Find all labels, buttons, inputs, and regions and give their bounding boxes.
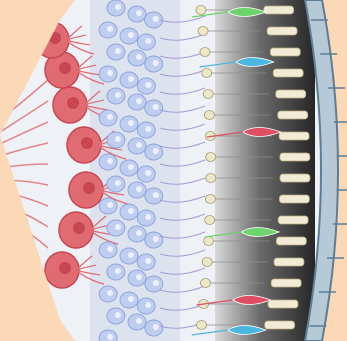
cell-highlight (145, 82, 151, 88)
cell-highlight (153, 16, 159, 22)
rod-outer-segment (278, 216, 308, 224)
cell-highlight (153, 60, 159, 66)
rod-outer-segment (278, 111, 308, 119)
receptor-nucleus (206, 153, 216, 162)
cell-highlight (136, 186, 142, 192)
cell-highlight (153, 236, 159, 242)
cell-highlight (115, 92, 121, 98)
receptor-nucleus (202, 258, 212, 267)
cell-highlight (107, 334, 113, 340)
cell-highlight (107, 26, 113, 32)
cell-highlight (115, 48, 121, 54)
rod-outer-segment (265, 321, 295, 329)
rod-outer-segment (276, 90, 306, 98)
cell-highlight (153, 104, 159, 110)
cell-highlight (145, 258, 151, 264)
cell-highlight (115, 268, 121, 274)
receptor-nucleus (206, 174, 216, 183)
cell-highlight (153, 324, 159, 330)
rod-outer-segment (276, 237, 306, 245)
cell-highlight (145, 126, 151, 132)
cell-highlight (136, 10, 142, 16)
cell-highlight (115, 224, 121, 230)
cell-highlight (115, 136, 121, 142)
rod-outer-segment (280, 153, 310, 161)
cell-highlight (145, 214, 151, 220)
cell-highlight (128, 296, 134, 302)
rod-outer-segment (279, 195, 309, 203)
receptor-nucleus (205, 216, 215, 225)
cell-highlight (128, 208, 134, 214)
rod-outer-segment (268, 300, 298, 308)
cell-highlight (107, 202, 113, 208)
receptor-nucleus (205, 195, 215, 204)
rod-outer-segment (264, 6, 294, 14)
cell-highlight (107, 158, 113, 164)
cell-highlight (153, 280, 159, 286)
cell-highlight (107, 290, 113, 296)
cell-highlight (115, 180, 121, 186)
cell-highlight (115, 312, 121, 318)
cell-highlight (153, 148, 159, 154)
cell-highlight (107, 114, 113, 120)
cell-highlight (136, 54, 142, 60)
receptor-nucleus (201, 279, 211, 288)
cell-highlight (136, 318, 142, 324)
rod-outer-segment (270, 48, 300, 56)
cell-highlight (128, 32, 134, 38)
ganglion-nucleus (81, 137, 93, 149)
cell-highlight (107, 246, 113, 252)
cell-highlight (107, 70, 113, 76)
cell-highlight (136, 230, 142, 236)
receptor-nucleus (198, 27, 208, 36)
cell-highlight (128, 164, 134, 170)
rod-outer-segment (280, 174, 310, 182)
cell-highlight (128, 120, 134, 126)
cell-highlight (128, 76, 134, 82)
ganglion-nucleus (83, 182, 95, 194)
receptor-nucleus (196, 6, 206, 15)
cell-highlight (136, 274, 142, 280)
ganglion-nucleus (59, 262, 71, 274)
cell-highlight (128, 252, 134, 258)
rod-outer-segment (273, 69, 303, 77)
cell-highlight (115, 4, 121, 10)
receptor-nucleus (203, 90, 213, 99)
rod-outer-segment (274, 258, 304, 266)
ganglion-nucleus (73, 222, 85, 234)
ganglion-nucleus (67, 97, 79, 109)
cell-highlight (145, 38, 151, 44)
ganglion-nucleus (59, 62, 71, 74)
cell-highlight (145, 170, 151, 176)
cell-highlight (145, 302, 151, 308)
cell-highlight (136, 98, 142, 104)
rod-outer-segment (279, 132, 309, 140)
cell-highlight (136, 142, 142, 148)
cell-highlight (153, 192, 159, 198)
receptor-nucleus (204, 111, 214, 120)
rod-outer-segment (271, 279, 301, 287)
receptor-nucleus (202, 69, 212, 78)
receptor-nucleus (204, 237, 214, 246)
rod-outer-segment (267, 27, 297, 35)
receptor-nucleus (197, 321, 207, 330)
receptor-nucleus (200, 48, 210, 57)
